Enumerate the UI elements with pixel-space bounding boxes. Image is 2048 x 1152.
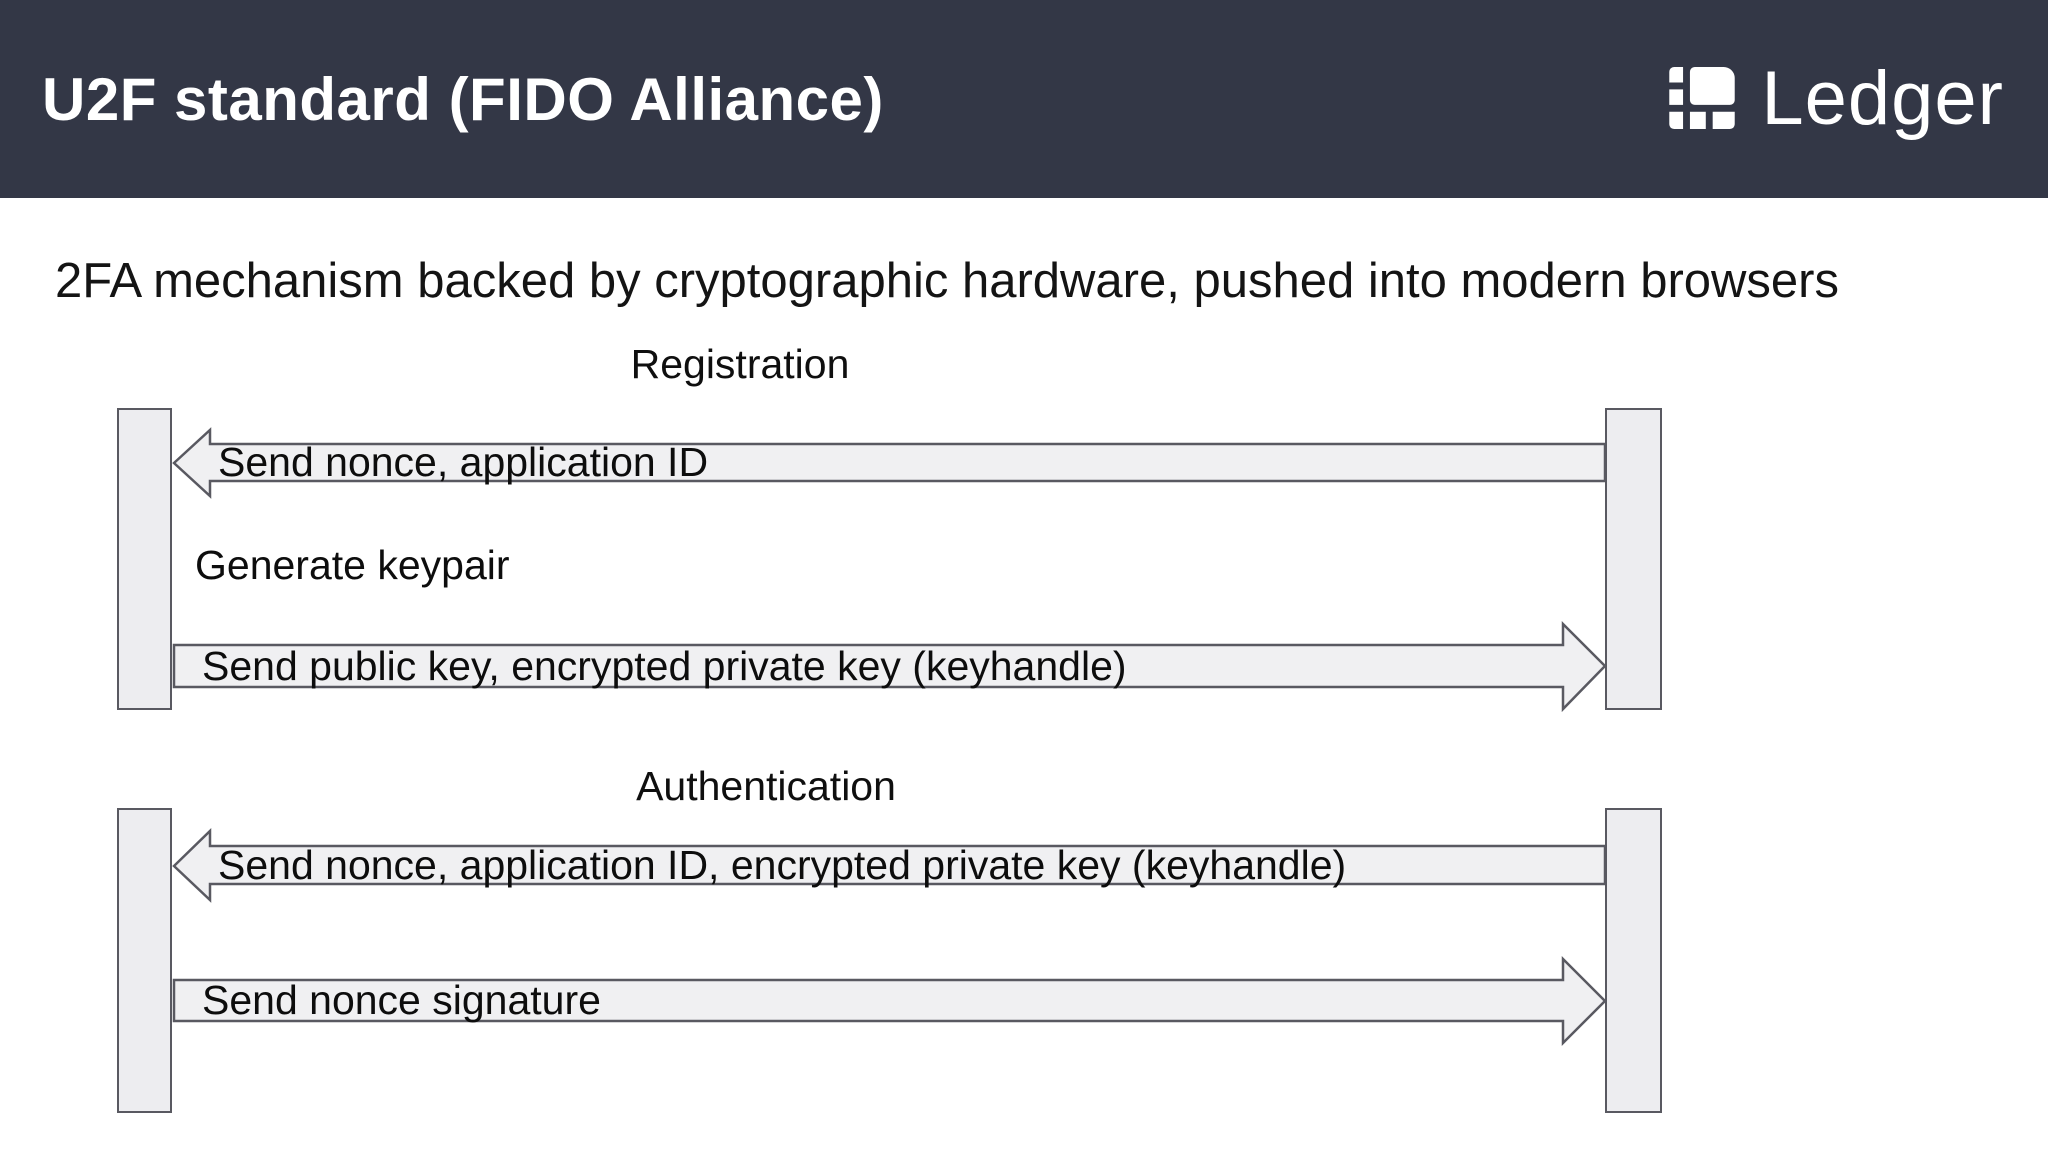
arrow-send-nonce-application-id xyxy=(172,427,1607,499)
section-title-registration: Registration xyxy=(630,341,850,387)
arrow-send-nonce-appid-keyhandle xyxy=(172,828,1607,903)
header-bar: U2F standard (FIDO Alliance) Ledger xyxy=(0,0,2048,198)
note-generate-keypair: Generate keypair xyxy=(195,542,510,588)
arrow-send-public-key xyxy=(172,620,1607,713)
page-title: U2F standard (FIDO Alliance) xyxy=(42,65,884,133)
message-label-send-nonce-application-id: Send nonce, application ID xyxy=(218,439,709,485)
arrow-send-nonce-signature xyxy=(172,955,1607,1047)
section-title-authentication: Authentication xyxy=(636,763,896,809)
lifeline-bar-authentication-right xyxy=(1605,808,1662,1113)
ledger-logo-icon xyxy=(1669,67,1736,130)
brand-wordmark: Ledger xyxy=(1761,55,2004,141)
ledger-brand: Ledger xyxy=(1669,55,2004,141)
message-label-send-nonce-appid-keyhandle: Send nonce, application ID, encrypted pr… xyxy=(218,842,1347,888)
lifeline-bar-registration-left xyxy=(117,408,172,710)
lifeline-bar-registration-right xyxy=(1605,408,1662,710)
message-label-send-nonce-signature: Send nonce signature xyxy=(202,977,601,1023)
message-label-send-public-key: Send public key, encrypted private key (… xyxy=(202,643,1127,689)
slide-subtitle: 2FA mechanism backed by cryptographic ha… xyxy=(55,254,1839,308)
lifeline-bar-authentication-left xyxy=(117,808,172,1113)
